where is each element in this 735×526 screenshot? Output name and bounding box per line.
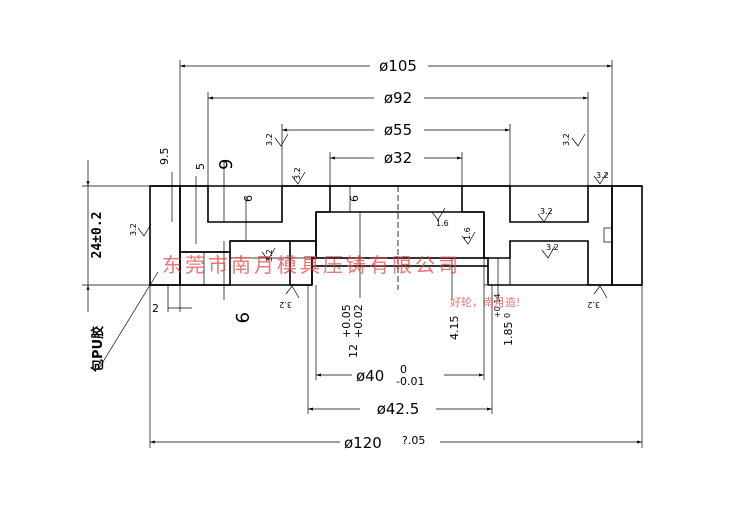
dim-d55-label: ø55: [384, 121, 412, 139]
roughness-label: 3.2: [562, 133, 571, 146]
thickness-label: 24±0.2: [90, 212, 105, 259]
roughness-label: 3.2: [279, 300, 292, 309]
dim-d120-tol: ?.05: [402, 434, 425, 447]
outline: [150, 185, 642, 286]
roughness-symbol: 3.2: [265, 133, 289, 147]
dim-d32: ø32: [329, 149, 463, 186]
watermark: 东莞市南月模具压铸有限公司 好轮，南月造!: [162, 253, 520, 309]
watermark-slogan: 好轮，南月造!: [450, 295, 520, 309]
roughness-symbol: 3.2: [593, 171, 609, 185]
roughness-label: 3.2: [596, 171, 609, 180]
dim-6-left-label: 6: [242, 195, 255, 202]
dim-9-top-label: 9: [216, 159, 237, 170]
roughness-label: 1.6: [463, 227, 472, 240]
roughness-label: 3.2: [129, 223, 138, 236]
dim-d105: ø105: [179, 56, 613, 186]
roughness-symbol: 3.2: [279, 285, 300, 309]
dim-9-bottom: 9: [223, 241, 252, 323]
dim-5: 5: [194, 163, 207, 244]
roughness-label: 1.6: [436, 219, 449, 228]
dim-d92-label: ø92: [384, 89, 412, 107]
roughness-symbol: 3.2: [537, 207, 553, 223]
dim-9-5-label: 9.5: [158, 148, 171, 166]
roughness-symbol: 3.2: [587, 285, 608, 309]
roughness-symbols: 3.2 3.2 3.2 3.2 3.2 3.2 3.2 1.6: [129, 133, 609, 309]
roughness-label: 3.2: [546, 243, 559, 252]
dim-4-15-label: 4.15: [448, 316, 461, 341]
dim-thickness: 24±0.2: [82, 160, 150, 312]
roughness-symbol: 1.6: [461, 227, 476, 245]
dim-d42-5: ø42.5: [307, 285, 493, 418]
roughness-label: 3.2: [293, 167, 302, 180]
roughness-symbol: 3.2: [562, 133, 586, 147]
roughness-symbol: 3.2: [261, 247, 276, 262]
dim-12-label: 12: [347, 344, 360, 358]
roughness-symbol: 3.2: [291, 167, 306, 185]
dim-9-5: 9.5: [158, 148, 173, 222]
roughness-label: 3.2: [265, 249, 274, 262]
pu-wrap-note: 包PU胶: [90, 271, 159, 372]
dim-d120-label: ø120: [344, 434, 382, 452]
dim-d32-label: ø32: [384, 149, 412, 167]
dim-1-85: 1.85 +0.14 0: [493, 258, 515, 346]
dim-9-bottom-label: 9: [231, 312, 252, 323]
roughness-label: 3.2: [587, 300, 600, 309]
dim-d42-5-label: ø42.5: [377, 400, 420, 418]
dim-1-85-label: 1.85: [502, 322, 515, 347]
dim-1-85-tol-bottom: 0: [503, 313, 512, 318]
dim-6-center-label: 6: [348, 195, 361, 202]
dim-2: 2: [152, 285, 192, 315]
roughness-symbol: 3.2: [541, 243, 559, 259]
dim-6-left: 6: [242, 195, 255, 241]
dim-9-top: 9: [216, 159, 237, 222]
watermark-company: 东莞市南月模具压铸有限公司: [162, 253, 461, 277]
roughness-label: 3.2: [540, 207, 553, 216]
dim-1-85-tol-top: +0.14: [493, 293, 502, 318]
dim-d40: ø40 0 -0.01: [315, 285, 485, 388]
dim-5-label: 5: [194, 163, 207, 170]
dim-12-tol-top: +0.05: [340, 304, 353, 338]
dim-2-label: 2: [152, 302, 159, 315]
dim-d40-lower: -0.01: [396, 375, 424, 388]
dim-d92: ø92: [207, 89, 589, 186]
dim-6-center: 6: [348, 186, 361, 212]
dim-4-15: 4.15: [448, 258, 461, 340]
pu-wrap-label: 包PU胶: [90, 326, 106, 372]
dim-12-tol-bottom: +0.02: [352, 304, 365, 338]
dim-d55: ø55: [281, 121, 511, 186]
dim-12: 12 +0.05 +0.02: [340, 212, 365, 358]
roughness-label: 3.2: [265, 133, 274, 146]
dim-d40-label: ø40: [356, 367, 384, 385]
roughness-symbol: 1.6: [431, 207, 449, 228]
roughness-symbol: 3.2: [129, 223, 152, 237]
dim-d120: ø120 ?.05: [149, 285, 643, 453]
dim-d40-upper: 0: [400, 363, 407, 376]
pu-layer-right: [611, 185, 643, 286]
dim-d105-label: ø105: [379, 57, 417, 75]
